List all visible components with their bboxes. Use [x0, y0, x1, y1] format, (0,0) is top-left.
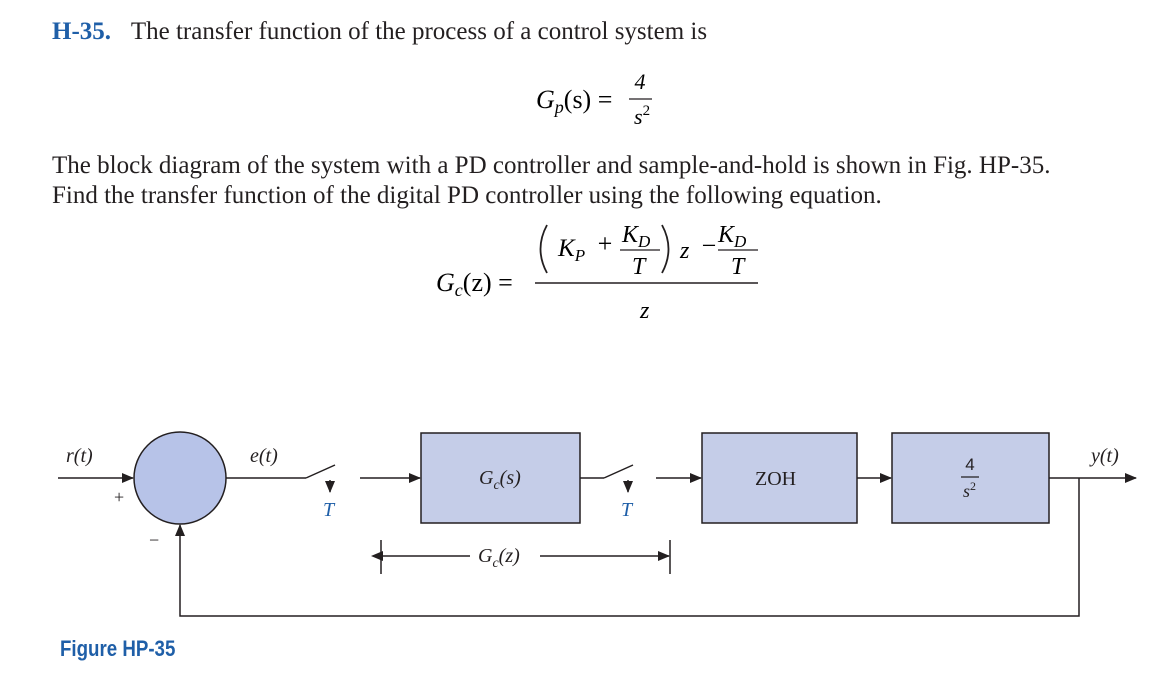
eq2-kd: KD	[621, 222, 651, 251]
eq2-plus: +	[596, 229, 614, 258]
equation-controller: Gc(z) = KP + KD T z − KD T z	[436, 222, 758, 324]
problem-intro: The transfer function of the process of …	[130, 18, 708, 45]
plant-numerator: 4	[965, 455, 974, 474]
sampler2-switch	[603, 464, 634, 479]
eq2-lhs: Gc(z) =	[436, 268, 513, 300]
plant-block	[891, 432, 1050, 524]
summing-junction	[133, 431, 227, 525]
sampler1-switch	[305, 464, 336, 479]
eq2-kp: KP	[557, 235, 585, 265]
sampler2-label: T	[621, 499, 634, 521]
error-label: e(t)	[250, 445, 278, 467]
gc-block	[420, 432, 581, 524]
equation-plant: Gp(s) = 4 s2	[536, 69, 652, 129]
minus-sign: −	[149, 530, 159, 550]
span-label: Gc(z)	[478, 545, 520, 571]
sampler1-label: T	[323, 499, 336, 521]
eq2-right-paren	[661, 224, 670, 274]
plus-sign: +	[114, 487, 124, 507]
gc-block-label: Gc(s)	[479, 467, 521, 493]
paragraph-1: The block diagram of the system with a P…	[52, 152, 1051, 179]
eq2-left-paren	[539, 224, 548, 274]
zoh-label: ZOH	[755, 468, 796, 490]
paragraph-2: Find the transfer function of the digita…	[52, 182, 882, 209]
feedback-path	[175, 478, 1080, 617]
input-label: r(t)	[66, 445, 93, 467]
plant-denominator: s2	[963, 479, 976, 501]
diagram-labels: r(t) + − e(t) T Gc(s) T ZOH 4 s2 y(t) Gc…	[66, 445, 1119, 571]
eq1-lhs: Gp(s) =	[536, 85, 612, 117]
eq2-kd2: KD	[717, 222, 747, 251]
eq2-z: z	[679, 238, 690, 264]
figure-caption: Figure HP-35	[60, 636, 176, 661]
eq2-t: T	[632, 254, 647, 280]
block-diagram	[58, 431, 1137, 617]
problem-statement: H-35. The transfer function of the proce…	[52, 18, 1132, 46]
eq1-numerator: 4	[635, 69, 646, 94]
eq2-t2: T	[731, 254, 746, 280]
output-label: y(t)	[1089, 445, 1119, 467]
eq2-minus: −	[700, 231, 718, 260]
eq1-denominator: s2	[634, 103, 650, 129]
eq2-denominator: z	[639, 298, 650, 324]
problem-label: H-35.	[52, 18, 112, 45]
zoh-block	[701, 432, 858, 524]
